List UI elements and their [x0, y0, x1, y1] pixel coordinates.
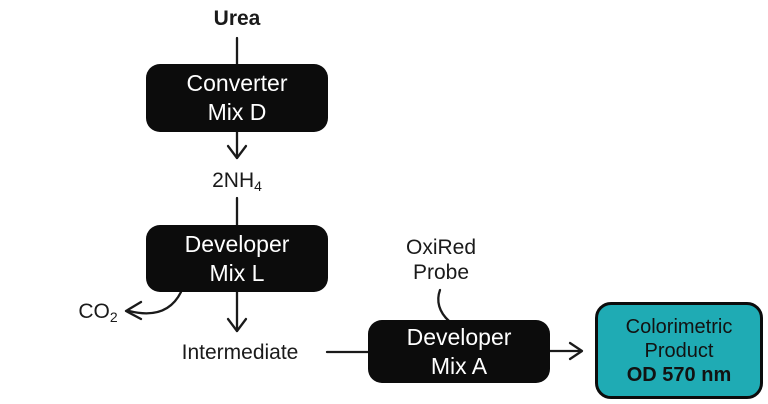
colorimetric-product-box: Colorimetric Product OD 570 nm	[595, 302, 763, 399]
ammonia-base: 2NH	[212, 169, 255, 192]
ammonia-subscript: 4	[254, 178, 262, 194]
developer-mix-a-box: Developer Mix A	[368, 320, 550, 383]
ammonia-label: 2NH4	[212, 168, 262, 193]
arrow-developer-l-to-co2-curve	[127, 290, 183, 315]
arrow-converter-to-ammonia-head	[226, 144, 248, 160]
converter-box-line1: Converter	[186, 70, 288, 96]
converter-mix-d-box: Converter Mix D	[146, 64, 328, 132]
arrow-developer-a-to-product-head	[568, 341, 584, 361]
oxired-line2: Probe	[412, 261, 470, 284]
product-line1: Colorimetric	[625, 315, 733, 338]
developer-mix-l-box: Developer Mix L	[146, 225, 328, 292]
line-oxired-to-developer-a	[437, 288, 451, 323]
arrow-developer-l-to-co2-head	[124, 300, 143, 321]
product-line2: Product	[644, 339, 714, 362]
product-od-value: OD 570 nm	[626, 363, 732, 386]
oxired-probe-label: OxiRed Probe	[406, 235, 476, 285]
oxired-line1: OxiRed	[405, 236, 477, 259]
developer-l-line2: Mix L	[209, 259, 265, 286]
urea-label: Urea	[213, 7, 261, 30]
co2-subscript: 2	[109, 309, 118, 325]
intermediate-label: Intermediate	[181, 341, 299, 364]
converter-box-line2: Mix D	[207, 99, 267, 125]
co2-label: CO2	[78, 299, 117, 324]
arrow-developer-l-to-intermediate-head	[226, 317, 248, 333]
developer-l-line1: Developer	[184, 230, 290, 257]
co2-base: CO	[78, 300, 110, 323]
developer-a-line1: Developer	[406, 323, 512, 350]
developer-a-line2: Mix A	[430, 352, 488, 379]
